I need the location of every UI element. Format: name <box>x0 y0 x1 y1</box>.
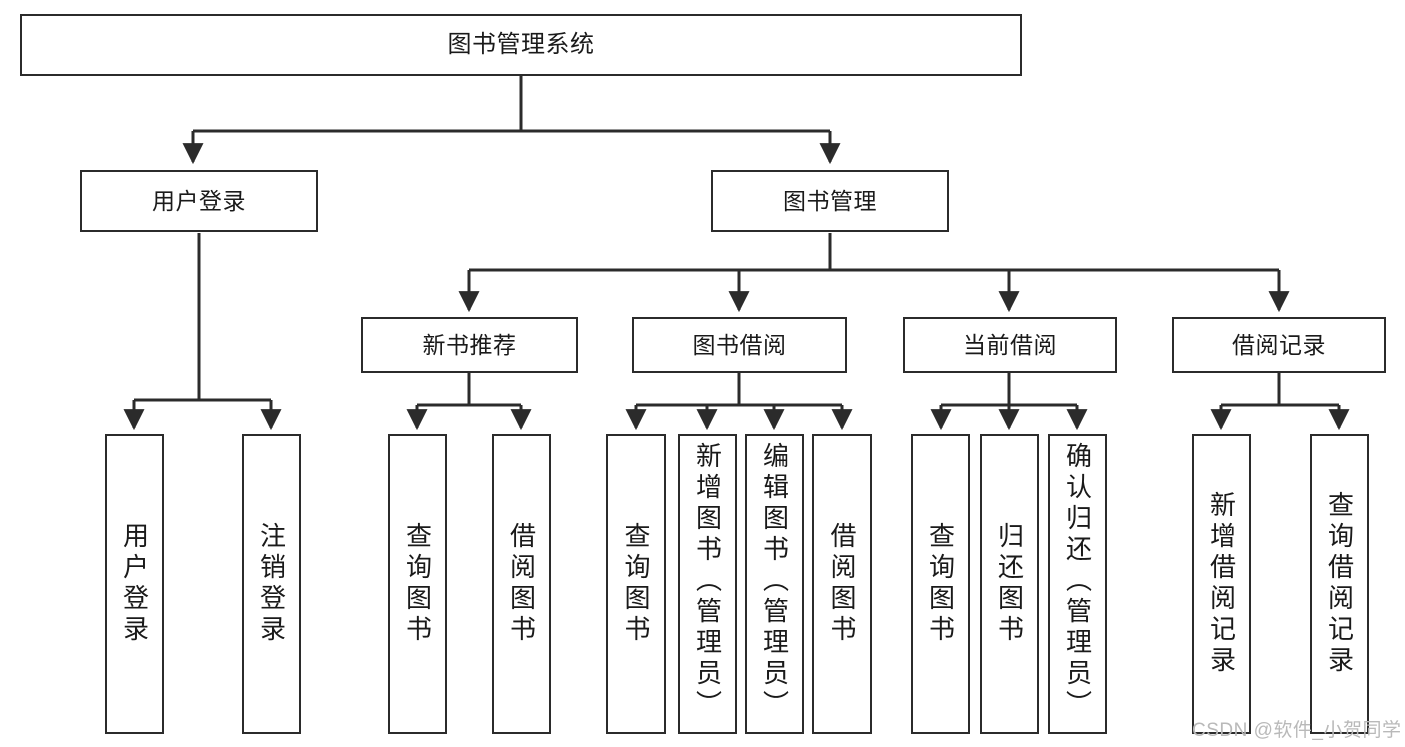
node-label: 用户登录 <box>119 522 150 646</box>
node-label: 注销登录 <box>256 522 287 646</box>
leaf-edit-book-admin[interactable]: 编辑图书（管理员） <box>745 434 804 734</box>
node-user-login[interactable]: 用户登录 <box>80 170 318 232</box>
node-label: 查询图书 <box>621 522 651 646</box>
node-new-book-recommend[interactable]: 新书推荐 <box>361 317 578 373</box>
node-label: 图书管理系统 <box>447 31 595 59</box>
node-label: 图书借阅 <box>692 331 787 358</box>
node-label: 确认归还（管理员） <box>1062 442 1093 721</box>
node-book-borrow[interactable]: 图书借阅 <box>632 317 847 373</box>
leaf-add-borrow-record[interactable]: 新增借阅记录 <box>1192 434 1251 734</box>
node-borrow-record[interactable]: 借阅记录 <box>1172 317 1386 373</box>
node-label: 借阅图书 <box>827 522 857 646</box>
csdn-watermark: CSDN @软件_小贺同学 <box>1192 720 1402 741</box>
node-label: 编辑图书（管理员） <box>759 442 790 721</box>
leaf-query-book-current[interactable]: 查询图书 <box>911 434 970 734</box>
leaf-confirm-return-admin[interactable]: 确认归还（管理员） <box>1048 434 1107 734</box>
leaf-query-borrow-record[interactable]: 查询借阅记录 <box>1310 434 1369 734</box>
node-root-system[interactable]: 图书管理系统 <box>20 14 1022 76</box>
node-label: 借阅图书 <box>506 522 537 646</box>
node-label: 用户登录 <box>152 187 246 214</box>
node-label: 当前借阅 <box>963 331 1057 358</box>
node-label: 归还图书 <box>994 522 1025 646</box>
node-label: 新书推荐 <box>422 331 517 358</box>
leaf-query-book-recommend[interactable]: 查询图书 <box>388 434 447 734</box>
node-book-management[interactable]: 图书管理 <box>711 170 949 232</box>
node-label: 查询图书 <box>402 522 433 646</box>
leaf-query-book-borrow[interactable]: 查询图书 <box>606 434 666 734</box>
leaf-logout[interactable]: 注销登录 <box>242 434 301 734</box>
leaf-borrow-book[interactable]: 借阅图书 <box>812 434 872 734</box>
leaf-add-book-admin[interactable]: 新增图书（管理员） <box>678 434 737 734</box>
node-label: 查询借阅记录 <box>1324 491 1355 677</box>
node-current-borrow[interactable]: 当前借阅 <box>903 317 1117 373</box>
leaf-return-book[interactable]: 归还图书 <box>980 434 1039 734</box>
node-label: 借阅记录 <box>1232 331 1326 358</box>
node-label: 图书管理 <box>783 187 877 214</box>
leaf-borrow-book-recommend[interactable]: 借阅图书 <box>492 434 551 734</box>
node-label: 查询图书 <box>925 522 956 646</box>
node-label: 新增图书（管理员） <box>692 442 723 721</box>
leaf-user-login[interactable]: 用户登录 <box>105 434 164 734</box>
node-label: 新增借阅记录 <box>1206 491 1237 677</box>
